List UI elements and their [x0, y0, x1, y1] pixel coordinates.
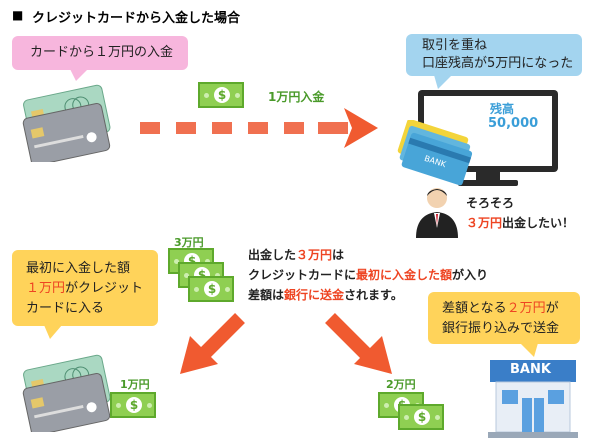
deposit-bubble: カードから１万円の入金 [12, 36, 188, 70]
page-title: クレジットカードから入金した場合 [32, 11, 241, 26]
monitor-stand [476, 172, 500, 182]
credit-cards-icon [22, 84, 111, 162]
bank-building-icon [488, 360, 578, 438]
person-speech-amount: ３万円 [466, 216, 503, 230]
person-speech-line1: そろそろ [466, 196, 515, 210]
money-bill-icon: $ [188, 276, 234, 302]
person-speech-rest: 出金したい！ [502, 216, 575, 230]
arrow-dash-3 [212, 122, 232, 134]
card-return-line1: 最初に入金した額 [26, 261, 131, 276]
explanation-text: が入り [452, 268, 489, 282]
balance-bubble-tail [434, 75, 452, 89]
bank-building-label: BANK [510, 362, 551, 377]
balance-bubble-line1: 取引を重ね [422, 38, 488, 53]
deposit-bubble-text: カードから１万円の入金 [30, 45, 174, 60]
person-speech-line2: ３万円出金したい！ [466, 214, 574, 231]
explanation-text: 出金した [248, 248, 297, 262]
bank-transfer-bubble: 差額となる２万円が 銀行振り込みで送金 [428, 292, 580, 344]
explanation-highlight: 最初に入金した額 [356, 268, 453, 282]
bank-cards-icon [397, 120, 473, 186]
card-return-bubble: 最初に入金した額 １万円がクレジット カードに入る [12, 250, 158, 326]
stack-amount-label: 3万円 [174, 236, 204, 249]
deposit-bubble-tail [70, 69, 88, 81]
card-return-line3: カードに入る [26, 301, 105, 316]
bank-amount-label: 2万円 [386, 378, 416, 391]
credit-cards-icon [22, 354, 111, 432]
bank-transfer-text: 差額となる [442, 301, 507, 316]
monitor-base [458, 180, 518, 186]
arrow-dash-4 [248, 122, 268, 134]
explanation-text: されます。 [344, 288, 403, 302]
card-return-bubble-tail [44, 325, 62, 339]
balance-bubble-line2: 口座残高が5万円になった [422, 56, 574, 71]
arrow-down-right-icon [325, 313, 392, 374]
explanation-text: は [332, 248, 345, 262]
explanation-highlight: 銀行に送金 [284, 288, 345, 302]
arrow-dash-1 [140, 122, 160, 134]
explanation-line1: 出金した３万円は [248, 246, 344, 263]
money-bill-icon: $ [198, 82, 244, 108]
explanation-text: 差額 [248, 288, 273, 302]
arrow-dash-5 [284, 122, 304, 134]
money-bill-icon: $ [110, 392, 156, 418]
deposit-amount-label: 1万円入金 [268, 90, 325, 104]
card-return-line2: １万円がクレジット [26, 280, 143, 298]
explanation-text: は [272, 288, 285, 302]
card-return-text: がクレジット [65, 281, 144, 296]
card-return-amount: １万円 [26, 281, 66, 296]
bank-transfer-text: が [545, 301, 559, 316]
money-bill-icon: $ [398, 404, 444, 430]
bank-transfer-line1: 差額となる２万円が [442, 300, 559, 318]
card-amount-label: 1万円 [120, 378, 150, 391]
arrow-right-icon [344, 108, 378, 148]
title-bullet: ■ [12, 8, 24, 22]
arrow-dash-2 [176, 122, 196, 134]
explanation-highlight: ３万円 [296, 248, 333, 262]
bank-transfer-line2: 銀行振り込みで送金 [442, 321, 560, 336]
explanation-line2: クレジットカードに最初に入金した額が入り [248, 266, 488, 283]
arrow-down-left-icon [180, 313, 245, 374]
bank-transfer-bubble-tail [520, 343, 538, 357]
balance-bubble: 取引を重ね 口座残高が5万円になった [406, 34, 582, 76]
balance-label: 残高 [490, 102, 515, 116]
businessman-icon [416, 188, 458, 238]
explanation-text: クレジットカードに [248, 268, 357, 282]
balance-amount: 50,000 [488, 116, 539, 131]
arrow-shaft [318, 122, 348, 134]
explanation-line3: 差額は銀行に送金されます。 [248, 286, 403, 303]
bank-transfer-amount: ２万円 [506, 301, 546, 316]
